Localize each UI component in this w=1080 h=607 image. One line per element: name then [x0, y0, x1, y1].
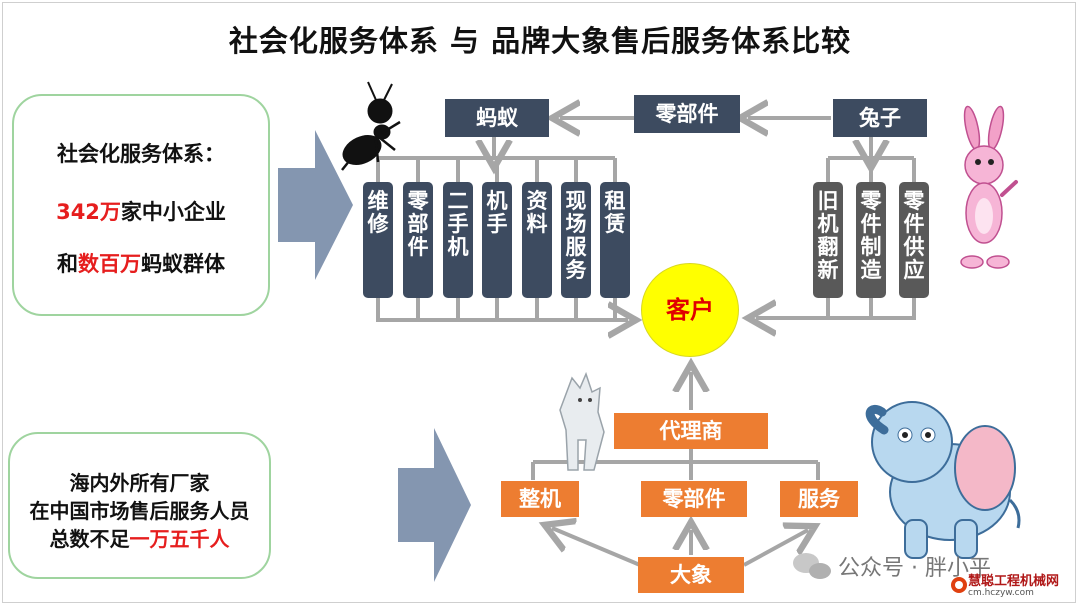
- text-ant-group: 蚂蚁群体: [141, 252, 225, 276]
- ant-box: 蚂蚁: [445, 99, 549, 137]
- text-less-than: 总数不足: [49, 527, 130, 551]
- elephant-box: 大象: [638, 557, 744, 593]
- wolf-illustration: [559, 371, 605, 471]
- panel-brand-line1: 海内外所有厂家: [69, 471, 210, 495]
- service-box: 服务: [780, 481, 858, 517]
- ant-service-col-2: 二手机: [443, 182, 473, 298]
- machine-box: 整机: [501, 481, 579, 517]
- panel-brand-line3: 总数不足一万五千人: [10, 525, 269, 553]
- ant-service-col-4: 资料: [522, 182, 552, 298]
- highlight-millions: 数百万: [78, 252, 141, 276]
- highlight-15000: 一万五千人: [129, 527, 230, 551]
- rabbit-box: 兔子: [833, 99, 927, 137]
- bottom-connectors: [531, 372, 818, 567]
- page-title: 社会化服务体系 与 品牌大象售后服务体系比较: [228, 24, 852, 58]
- big-arrow-top: [278, 130, 353, 280]
- ant-service-col-0: 维修: [363, 182, 393, 298]
- brand-name: 慧聪工程机械网: [968, 574, 1060, 589]
- panel-social-line3: 和数百万蚂蚁群体: [14, 248, 268, 278]
- parts-box-bottom: 零部件: [641, 481, 747, 517]
- ant-service-col-5: 现场服务: [561, 182, 591, 298]
- ant-service-col-1: 零部件: [403, 182, 433, 298]
- highlight-342w: 342万: [56, 200, 121, 224]
- ant-service-col-3: 机手: [482, 182, 512, 298]
- rabbit-service-col-0: 旧机翻新: [813, 182, 843, 298]
- parts-box-top: 零部件: [634, 95, 740, 133]
- panel-brand-line2: 在中国市场售后服务人员: [29, 499, 250, 523]
- rabbit-service-col-2: 零件供应: [899, 182, 929, 298]
- wechat-icon: [793, 553, 831, 579]
- ant-service-col-6: 租赁: [600, 182, 630, 298]
- text-and: 和: [57, 252, 78, 276]
- text-sme: 家中小企业: [120, 200, 226, 224]
- rabbit-service-col-1: 零件制造: [856, 182, 886, 298]
- ant-illustration: [341, 81, 401, 171]
- panel-social-line2: 342万家中小企业: [14, 196, 268, 226]
- elephant-illustration: [865, 401, 1021, 559]
- panel-social-service: 社会化服务体系： 342万家中小企业 和数百万蚂蚁群体: [12, 94, 270, 316]
- brand-url: cm.hczyw.com: [968, 588, 1034, 598]
- panel-social-heading: 社会化服务体系：: [57, 142, 225, 166]
- panel-brand-service: 海内外所有厂家 在中国市场售后服务人员 总数不足一万五千人: [8, 432, 271, 579]
- client-circle: 客户: [641, 263, 739, 357]
- big-arrow-bottom: [398, 428, 471, 582]
- watermark-text: 公众号 · 胖小平: [838, 556, 991, 581]
- rabbit-illustration: [960, 105, 1018, 269]
- top-connectors: [376, 118, 916, 320]
- agent-box: 代理商: [614, 413, 768, 449]
- brand-logo-icon: [951, 577, 967, 593]
